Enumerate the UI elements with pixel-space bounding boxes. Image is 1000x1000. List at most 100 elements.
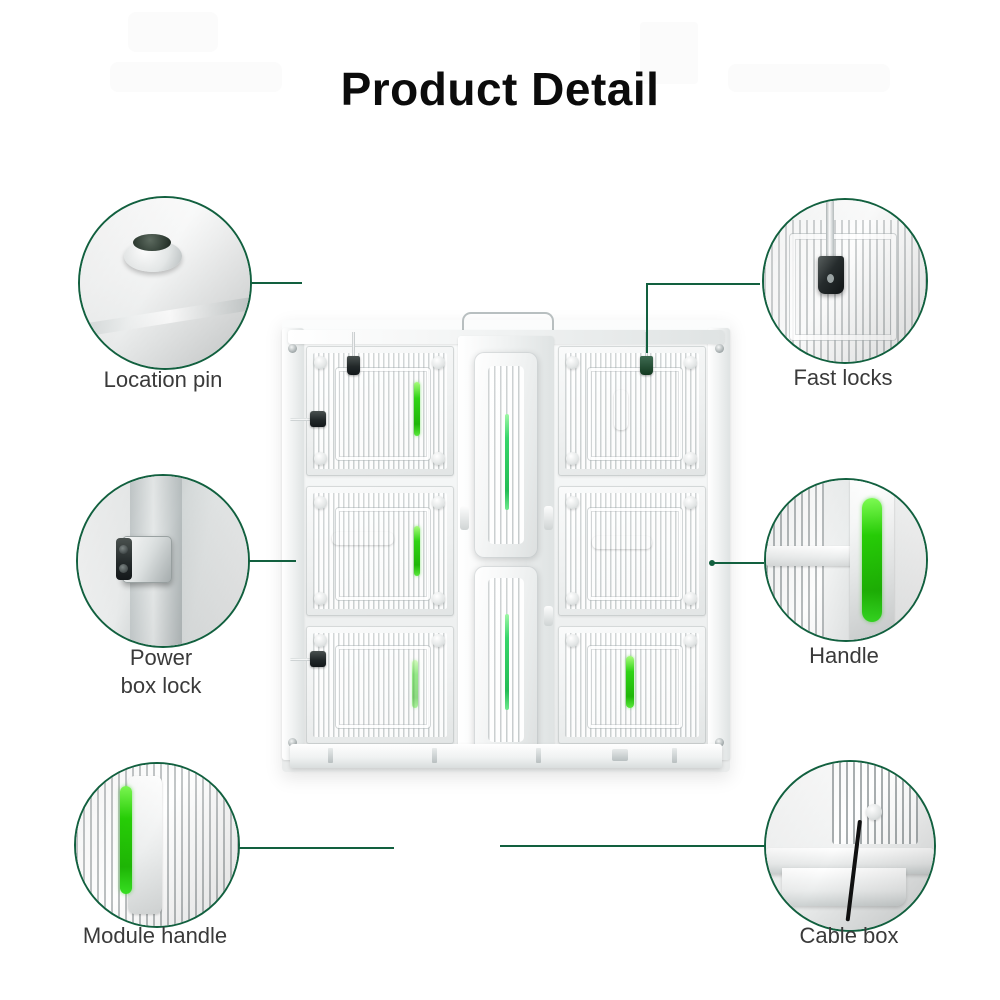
photo-inner	[78, 476, 248, 646]
module-ring	[790, 234, 896, 340]
handle-green-grip	[862, 498, 882, 622]
tool-hole	[827, 274, 834, 283]
module-ring	[588, 368, 682, 460]
connector-fast-locks-horizontal	[646, 283, 760, 285]
callout-label-cable-box: Cable box	[799, 923, 899, 948]
photo-shading	[80, 198, 250, 368]
module-handle-strip	[412, 660, 418, 708]
callout-label-handle: Handle	[809, 643, 879, 668]
cabinet-frame-left	[282, 328, 304, 760]
module-boss	[314, 452, 327, 465]
center-latch	[460, 506, 469, 530]
module-boss	[314, 592, 327, 605]
side-lock-rod	[290, 658, 312, 661]
led-module	[558, 486, 706, 616]
connector-power-box-lock	[240, 560, 296, 562]
watermark-blob	[728, 64, 890, 92]
module-boss	[566, 634, 579, 647]
module-boss	[566, 356, 579, 369]
module-fins	[313, 633, 447, 737]
module-ring	[336, 508, 430, 600]
bottom-tab	[536, 748, 541, 763]
module-boss	[314, 496, 327, 509]
led-module	[558, 626, 706, 744]
module-ring	[588, 646, 682, 728]
fast-lock	[347, 356, 360, 375]
led-module	[558, 346, 706, 476]
callout-label-module-handle: Module handle	[82, 923, 228, 948]
module-boss	[684, 496, 697, 509]
cabinet-frame-right	[708, 328, 730, 760]
photo-shading	[766, 762, 934, 930]
photo-shading	[766, 480, 926, 640]
cable-box-shell	[782, 868, 906, 906]
power-box-green-strip	[505, 414, 509, 510]
module-ring	[588, 508, 682, 600]
corner-hole	[288, 738, 297, 747]
connector-location-pin	[240, 282, 302, 284]
module-grip	[332, 532, 394, 545]
fast-locks-photo	[762, 198, 928, 364]
corner-hole	[715, 344, 724, 353]
module-boss	[314, 634, 327, 647]
plastic-surface	[80, 198, 250, 368]
callout-label-fast-locks: Fast locks	[793, 365, 893, 390]
module-boss	[684, 634, 697, 647]
module-handle-strip	[414, 382, 420, 436]
connector-cable-box	[500, 845, 768, 847]
cable-box-photo	[764, 760, 936, 932]
page-title: Product Detail	[340, 63, 660, 115]
module-vents	[832, 762, 918, 844]
led-module	[306, 626, 454, 744]
module-handle-strip	[626, 656, 634, 708]
module-boss	[432, 452, 445, 465]
handle-green-grip	[120, 786, 132, 894]
corner-hole	[288, 344, 297, 353]
module-ring	[336, 646, 430, 728]
lock-shaft	[826, 200, 834, 266]
module-fins	[313, 353, 447, 469]
power-box-upper	[474, 352, 538, 558]
connector-handle	[712, 562, 764, 564]
handle-photo	[764, 478, 928, 642]
bottom-tab	[672, 748, 677, 763]
watermark-blob	[640, 22, 698, 84]
module-boss	[566, 496, 579, 509]
module-fins	[313, 493, 447, 609]
module-grip	[614, 390, 628, 430]
module-handle-strip	[414, 526, 420, 576]
center-latch	[544, 606, 553, 626]
bottom-tab	[328, 748, 333, 763]
pin-head	[133, 234, 171, 251]
watermark-blob	[110, 62, 282, 92]
cross-bar	[766, 546, 870, 566]
side-lock	[310, 651, 326, 667]
module-boss	[432, 592, 445, 605]
photo-shading	[764, 200, 926, 362]
module-boss	[684, 356, 697, 369]
side-lock-rod	[290, 418, 312, 421]
led-cabinet-image	[282, 312, 730, 772]
module-fins	[565, 353, 699, 469]
photo-shading	[78, 476, 248, 646]
callout-label-location-pin: Location pin	[103, 367, 223, 392]
module-boss	[866, 804, 882, 820]
corner-hole	[715, 738, 724, 747]
callout-label-power-box-lock: Power box lock	[120, 645, 202, 698]
photo-inner	[76, 764, 238, 926]
bottom-tab	[432, 748, 437, 763]
module-boss	[684, 592, 697, 605]
handle-body	[128, 776, 162, 914]
lock-pin	[119, 564, 128, 573]
module-boss	[314, 356, 327, 369]
module-boss	[566, 592, 579, 605]
fast-lock-rod	[352, 332, 355, 358]
lock-pin	[119, 545, 128, 554]
bottom-rail	[290, 744, 722, 768]
power-box-green-strip	[505, 614, 509, 710]
power-box-lock-photo	[76, 474, 250, 648]
cable-box-port	[612, 749, 628, 761]
photo-inner	[80, 198, 250, 368]
carry-handle-icon	[462, 312, 554, 342]
